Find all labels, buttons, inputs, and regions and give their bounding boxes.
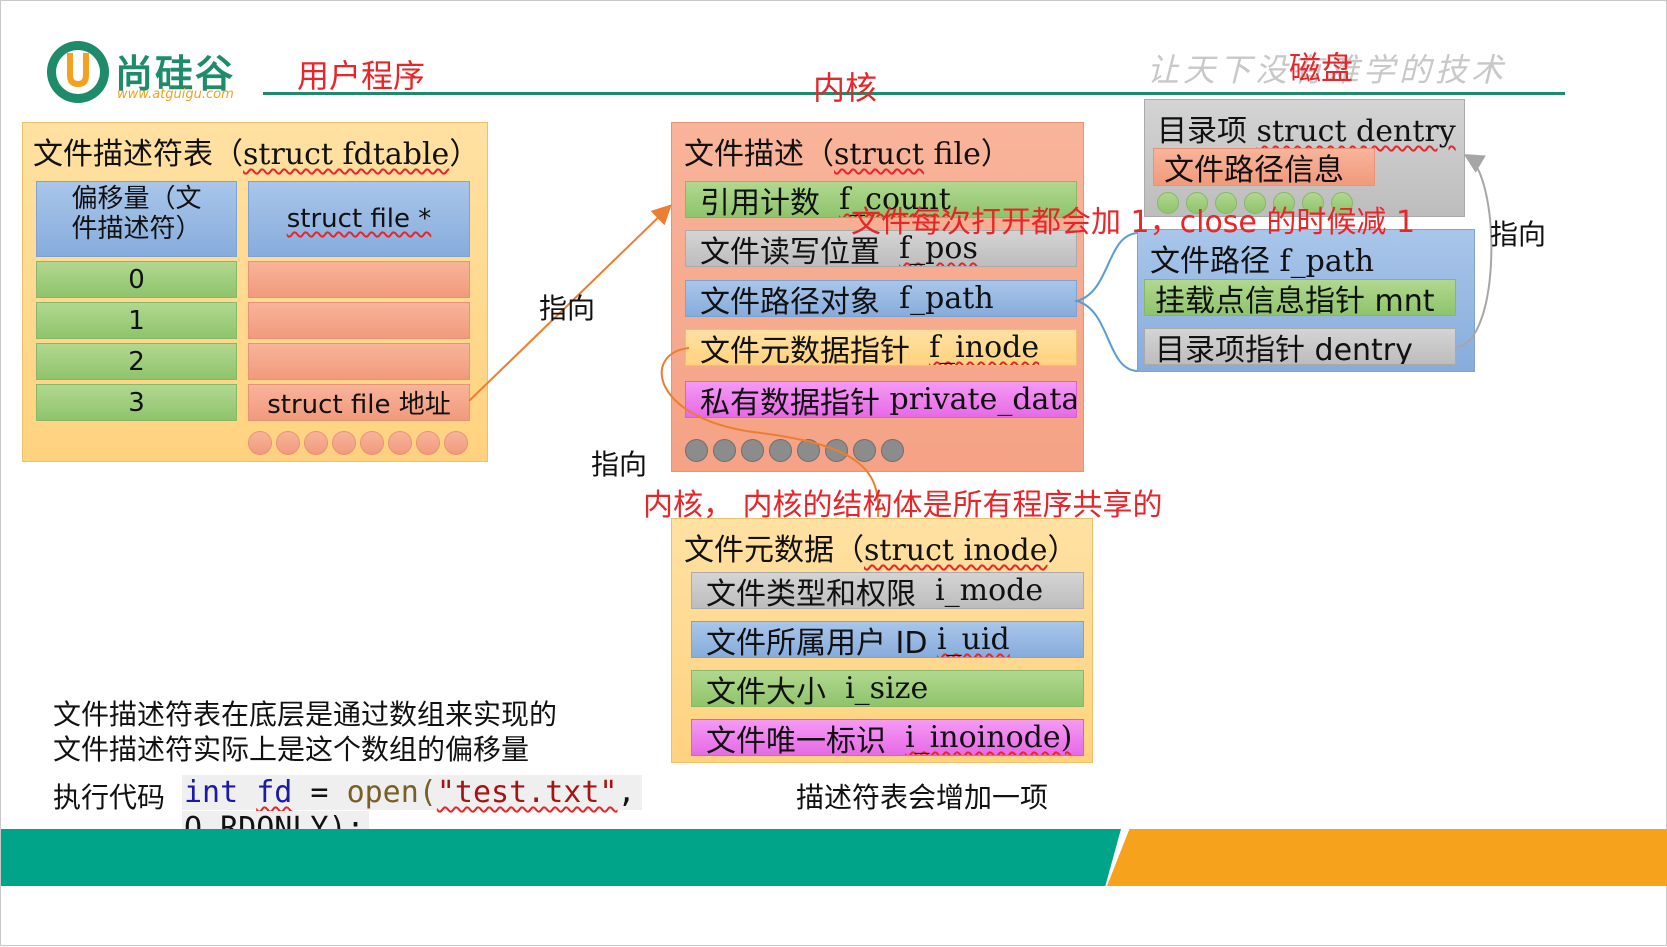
fd-entry-2 (248, 343, 470, 380)
dentry-more-dots (1157, 192, 1357, 214)
dentry-box: 目录项 struct dentry 文件路径信息 (1144, 99, 1465, 217)
fpath-title: 文件路径 f_path (1150, 244, 1375, 279)
slogan: 让天下没有难学的技术 (1147, 51, 1508, 89)
fpath-dentry: 目录项指针 dentry (1144, 328, 1456, 365)
note-kernel-shared: 内核， 内核的结构体是所有程序共享的 (643, 488, 1163, 523)
note-table-grow: 描述符表会增加一项 (796, 781, 1049, 814)
label-pointer-3: 指向 (1490, 218, 1547, 251)
inode-row-uid: 文件所属用户 ID i_uid (691, 621, 1084, 658)
logo-u-icon (47, 41, 109, 103)
file-row-path: 文件路径对象 f_path (685, 280, 1077, 317)
header-rule (263, 92, 1565, 95)
label-pointer-1: 指向 (539, 292, 596, 325)
dentry-path-info: 文件路径信息 (1153, 148, 1375, 186)
fd-index-1: 1 (36, 302, 237, 339)
file-struct-title-cn: 文件描述（ (684, 137, 834, 172)
col-header-file: struct file * (248, 181, 470, 257)
fpath-box: 文件路径 f_path 挂载点信息指针 mnt 目录项指针 dentry (1137, 229, 1475, 372)
title-user-program: 用户程序 (297, 57, 426, 95)
title-disk: 磁盘 (1289, 49, 1354, 87)
file-struct-title-file: file） (923, 137, 1011, 172)
fd-index-2: 2 (36, 343, 237, 380)
fdtable-more-dots (248, 431, 470, 457)
fdtable-title-close: ） (449, 137, 480, 172)
label-pointer-2: 指向 (591, 448, 648, 481)
file-struct-title-struct: struct (834, 137, 924, 172)
fdtable-title: 文件描述符表（struct fdtable） (33, 129, 479, 173)
inode-title: 文件元数据（struct inode） (684, 533, 1078, 568)
dentry-title: 目录项 struct dentry (1157, 114, 1456, 149)
file-struct-title: 文件描述（struct file） (684, 129, 1011, 173)
fd-entry-1 (248, 302, 470, 339)
inode-row-ino: 文件唯一标识 i_inoinode) (691, 719, 1084, 756)
fd-entry-0 (248, 261, 470, 298)
inode-box: 文件元数据（struct inode） 文件类型和权限 i_mode 文件所属用… (671, 518, 1093, 763)
file-row-count: 引用计数 f_count (685, 181, 1077, 218)
fdtable-title-struct: struct fdtable (243, 137, 450, 172)
col-header-offset-label: 偏移量（文件描述符） (71, 184, 202, 244)
logo: 尚硅谷 www.atguigu.com (45, 39, 260, 109)
fd-entry-3: struct file 地址 (248, 384, 470, 421)
note-fdtable-1: 文件描述符表在底层是通过数组来实现的 (53, 698, 558, 731)
inode-row-mode: 文件类型和权限 i_mode (691, 572, 1084, 609)
fd-index-0: 0 (36, 261, 237, 298)
fd-index-3: 3 (36, 384, 237, 421)
title-kernel: 内核 (813, 69, 878, 107)
file-more-dots (685, 439, 915, 465)
file-row-private: 私有数据指针 private_data (685, 381, 1077, 418)
footer-teal-bar (1, 829, 1121, 886)
inode-row-size: 文件大小 i_size (691, 670, 1084, 707)
file-row-pos: 文件读写位置 f_pos (685, 230, 1077, 267)
logo-name: 尚硅谷 (115, 52, 236, 96)
file-struct-box: 文件描述（struct file） 引用计数 f_count 文件读写位置 f_… (671, 122, 1084, 472)
logo-url: www.atguigu.com (117, 87, 234, 102)
exec-label: 执行代码 (53, 781, 166, 814)
col-header-offset: 偏移量（文件描述符） (36, 181, 237, 257)
fd-entry-3-label: struct file 地址 (267, 390, 451, 420)
col-header-file-label: struct file * (286, 204, 432, 234)
brace-fpath (1073, 232, 1138, 372)
file-row-inode: 文件元数据指针 f_inode (685, 329, 1077, 366)
fdtable-box: 文件描述符表（struct fdtable） 偏移量（文件描述符） struct… (22, 122, 488, 462)
code-line-1: int fd = open("test.txt", (182, 775, 642, 810)
note-fdtable-2: 文件描述符实际上是这个数组的偏移量 (53, 733, 530, 766)
fpath-mnt: 挂载点信息指针 mnt (1144, 279, 1456, 316)
fdtable-title-cn: 文件描述符表（ (33, 137, 243, 172)
note-refcount: 文件每次打开都会加 1，close 的时候减 1 (851, 205, 1416, 240)
footer-orange-bar (1107, 829, 1667, 886)
